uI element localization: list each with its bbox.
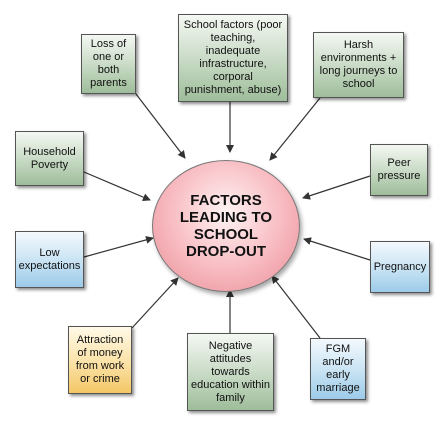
peer-pressure-label: Peer pressure xyxy=(377,157,421,182)
attraction-money-label: Attraction of money from work or crime xyxy=(75,334,125,385)
school-factors-label: School factors (poor teaching, inadequat… xyxy=(183,19,283,96)
arrow-harsh-environments xyxy=(269,97,321,161)
loss-of-parents-box: Loss of one or both parents xyxy=(81,34,136,94)
arrow-pregnancy xyxy=(303,237,371,261)
low-expectations-label: Low expectations xyxy=(18,246,81,272)
arrow-loss-of-parents xyxy=(135,93,186,159)
household-poverty-label: Household Poverty xyxy=(23,145,76,171)
attraction-money-box: Attraction of money from work or crime xyxy=(68,326,132,394)
harsh-environments-label: Harsh environments + long journeys to sc… xyxy=(319,39,398,90)
central-topic-label: FACTORS LEADING TO SCHOOL DROP-OUT xyxy=(179,192,273,260)
household-poverty-box: Household Poverty xyxy=(15,131,84,186)
fgm-marriage-box: FGM and/or early marriage xyxy=(310,338,366,400)
arrow-peer-pressure xyxy=(302,175,371,200)
fgm-marriage-label: FGM and/or early marriage xyxy=(316,343,360,394)
arrow-household-poverty xyxy=(83,171,151,201)
central-topic: FACTORS LEADING TO SCHOOL DROP-OUT xyxy=(152,160,300,292)
negative-attitudes-box: Negative attitudes towards education wit… xyxy=(187,333,274,411)
pregnancy-label: Pregnancy xyxy=(373,260,427,273)
loss-of-parents-label: Loss of one or both parents xyxy=(90,38,127,89)
harsh-environments-box: Harsh environments + long journeys to sc… xyxy=(313,32,404,98)
school-factors-box: School factors (poor teaching, inadequat… xyxy=(178,14,288,102)
negative-attitudes-label: Negative attitudes towards education wit… xyxy=(191,339,270,404)
arrow-low-expectations xyxy=(83,236,154,258)
arrow-attraction-money xyxy=(131,277,179,329)
low-expectations-box: Low expectations xyxy=(15,231,84,288)
arrow-fgm-marriage xyxy=(271,275,321,339)
pregnancy-box: Pregnancy xyxy=(370,241,430,293)
peer-pressure-box: Peer pressure xyxy=(370,144,428,196)
